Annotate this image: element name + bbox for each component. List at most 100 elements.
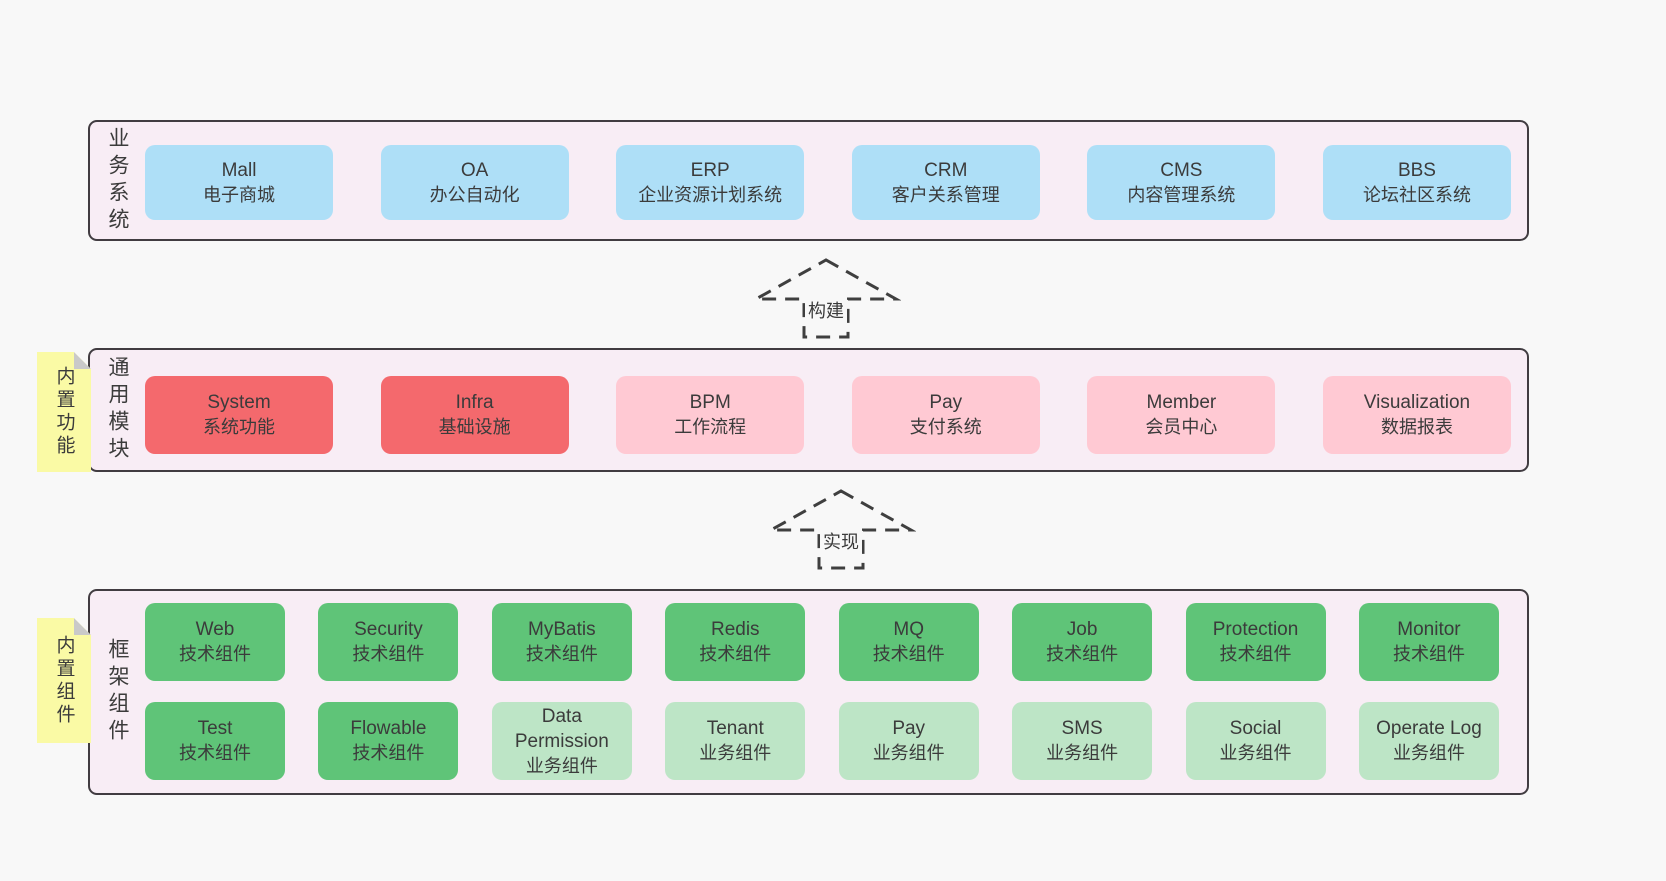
arrow-label: 构建 (805, 297, 847, 323)
box-title: BPM (689, 392, 731, 413)
box-subtitle: 技术组件 (872, 644, 945, 664)
box-subtitle: 技术组件 (352, 743, 425, 763)
box-title: ERP (690, 159, 730, 181)
box-title: Redis (710, 619, 760, 640)
box-subtitle: 业务组件 (1219, 743, 1292, 763)
box-title: Pay (892, 718, 926, 739)
sticky-note-label: 内置组件 (53, 634, 75, 727)
box-title: Monitor (1397, 619, 1461, 640)
box-monitor: Monitor 技术组件 (1358, 603, 1499, 681)
common-modules-panel: 通用模块 System 系统功能 Infra 基础设施 BPM 工作流程 Pay… (88, 348, 1529, 472)
box-title: Infra (455, 392, 494, 413)
box-title: Security (354, 619, 423, 640)
box-subtitle: 技术组件 (1219, 644, 1292, 664)
box-title: OA (460, 159, 489, 181)
box-subtitle: 企业资源计划系统 (638, 184, 783, 205)
box-crm: CRM 客户关系管理 (851, 145, 1040, 220)
modules-boxes-row: System 系统功能 Infra 基础设施 BPM 工作流程 Pay 支付系统… (145, 376, 1511, 454)
box-title: BBS (1397, 159, 1436, 181)
box-subtitle: 系统功能 (203, 417, 275, 437)
box-subtitle: 技术组件 (1046, 644, 1119, 664)
panel-label-modules: 通用模块 (106, 356, 129, 464)
box-title: MQ (893, 619, 924, 640)
box-subtitle: 内容管理系统 (1127, 184, 1236, 205)
box-security: Security 技术组件 (318, 603, 459, 681)
box-pay-component: Pay 业务组件 (838, 702, 979, 780)
box-sms: SMS 业务组件 (1012, 702, 1153, 780)
framework-row-2: Test 技术组件 Flowable 技术组件 Data Permission … (145, 702, 1499, 780)
box-title: MyBatis (528, 619, 596, 640)
box-social: Social 业务组件 (1185, 702, 1326, 780)
panel-label-business: 业务系统 (106, 126, 129, 235)
box-subtitle: 业务组件 (699, 743, 772, 763)
box-subtitle: 技术组件 (525, 644, 598, 664)
box-title: Data Permission (514, 705, 609, 752)
box-title: Job (1066, 619, 1098, 640)
box-mq: MQ 技术组件 (838, 603, 979, 681)
box-title: Web (195, 619, 235, 640)
box-title: CRM (924, 159, 968, 181)
sticky-note-built-in-components: 内置组件 (37, 618, 91, 743)
box-subtitle: 技术组件 (179, 743, 251, 763)
box-subtitle: 技术组件 (1392, 644, 1465, 664)
box-subtitle: 论坛社区系统 (1362, 184, 1471, 205)
box-mall: Mall 电子商城 (145, 145, 333, 220)
box-protection: Protection 技术组件 (1185, 603, 1326, 681)
box-redis: Redis 技术组件 (665, 603, 806, 681)
box-bbs: BBS 论坛社区系统 (1322, 145, 1511, 220)
box-pay: Pay 支付系统 (851, 376, 1040, 454)
box-bpm: BPM 工作流程 (616, 376, 805, 454)
arrow-label: 实现 (820, 528, 862, 554)
box-subtitle: 支付系统 (909, 417, 982, 437)
box-subtitle: 数据报表 (1380, 417, 1453, 437)
box-subtitle: 业务组件 (872, 743, 945, 763)
box-visualization: Visualization 数据报表 (1322, 376, 1511, 454)
business-boxes-row: Mall 电子商城 OA 办公自动化 ERP 企业资源计划系统 CRM 客户关系… (145, 145, 1511, 220)
box-data-permission: Data Permission 业务组件 (491, 702, 632, 780)
box-test: Test 技术组件 (145, 702, 285, 780)
box-title: SMS (1061, 718, 1103, 739)
framework-components-panel: 框架组件 Web 技术组件 Security 技术组件 MyBatis 技术组件… (88, 589, 1529, 795)
box-erp: ERP 企业资源计划系统 (616, 145, 805, 220)
framework-row-1: Web 技术组件 Security 技术组件 MyBatis 技术组件 Redi… (145, 603, 1499, 681)
sticky-note-label: 内置功能 (53, 366, 75, 458)
box-infra: Infra 基础设施 (380, 376, 569, 454)
box-title: CMS (1160, 159, 1203, 181)
box-subtitle: 技术组件 (352, 644, 425, 664)
box-subtitle: 技术组件 (699, 644, 772, 664)
panel-label-framework: 框架组件 (106, 638, 129, 746)
box-title: Operate Log (1376, 718, 1482, 739)
box-subtitle: 业务组件 (1392, 743, 1465, 763)
box-title: Tenant (706, 718, 764, 739)
box-member: Member 会员中心 (1087, 376, 1276, 454)
business-systems-panel: 业务系统 Mall 电子商城 OA 办公自动化 ERP 企业资源计划系统 CRM… (88, 120, 1529, 241)
box-title: Member (1146, 392, 1217, 413)
box-title: Mall (221, 159, 257, 181)
box-title: Pay (929, 392, 963, 413)
box-subtitle: 办公自动化 (429, 184, 520, 205)
box-web: Web 技术组件 (145, 603, 285, 681)
box-title: Protection (1212, 619, 1299, 640)
box-system: System 系统功能 (145, 376, 333, 454)
box-subtitle: 技术组件 (179, 644, 251, 664)
box-title: Visualization (1363, 392, 1471, 413)
box-cms: CMS 内容管理系统 (1087, 145, 1276, 220)
box-subtitle: 业务组件 (1046, 743, 1119, 763)
sticky-note-built-in-features: 内置功能 (37, 352, 91, 472)
box-subtitle: 基础设施 (438, 417, 511, 437)
box-mybatis: MyBatis 技术组件 (491, 603, 632, 681)
implement-arrow-icon: 实现 (766, 486, 916, 572)
box-subtitle: 电子商城 (203, 184, 275, 205)
box-flowable: Flowable 技术组件 (318, 702, 459, 780)
box-job: Job 技术组件 (1012, 603, 1153, 681)
box-title: Social (1229, 718, 1282, 739)
box-title: Test (197, 718, 233, 739)
box-subtitle: 客户关系管理 (891, 184, 1000, 205)
box-oa: OA 办公自动化 (380, 145, 569, 220)
box-subtitle: 会员中心 (1145, 417, 1218, 437)
box-title: Flowable (350, 718, 427, 739)
box-operate-log: Operate Log 业务组件 (1358, 702, 1499, 780)
box-title: System (207, 392, 271, 413)
build-arrow-icon: 构建 (751, 255, 901, 341)
box-subtitle: 工作流程 (674, 417, 747, 437)
